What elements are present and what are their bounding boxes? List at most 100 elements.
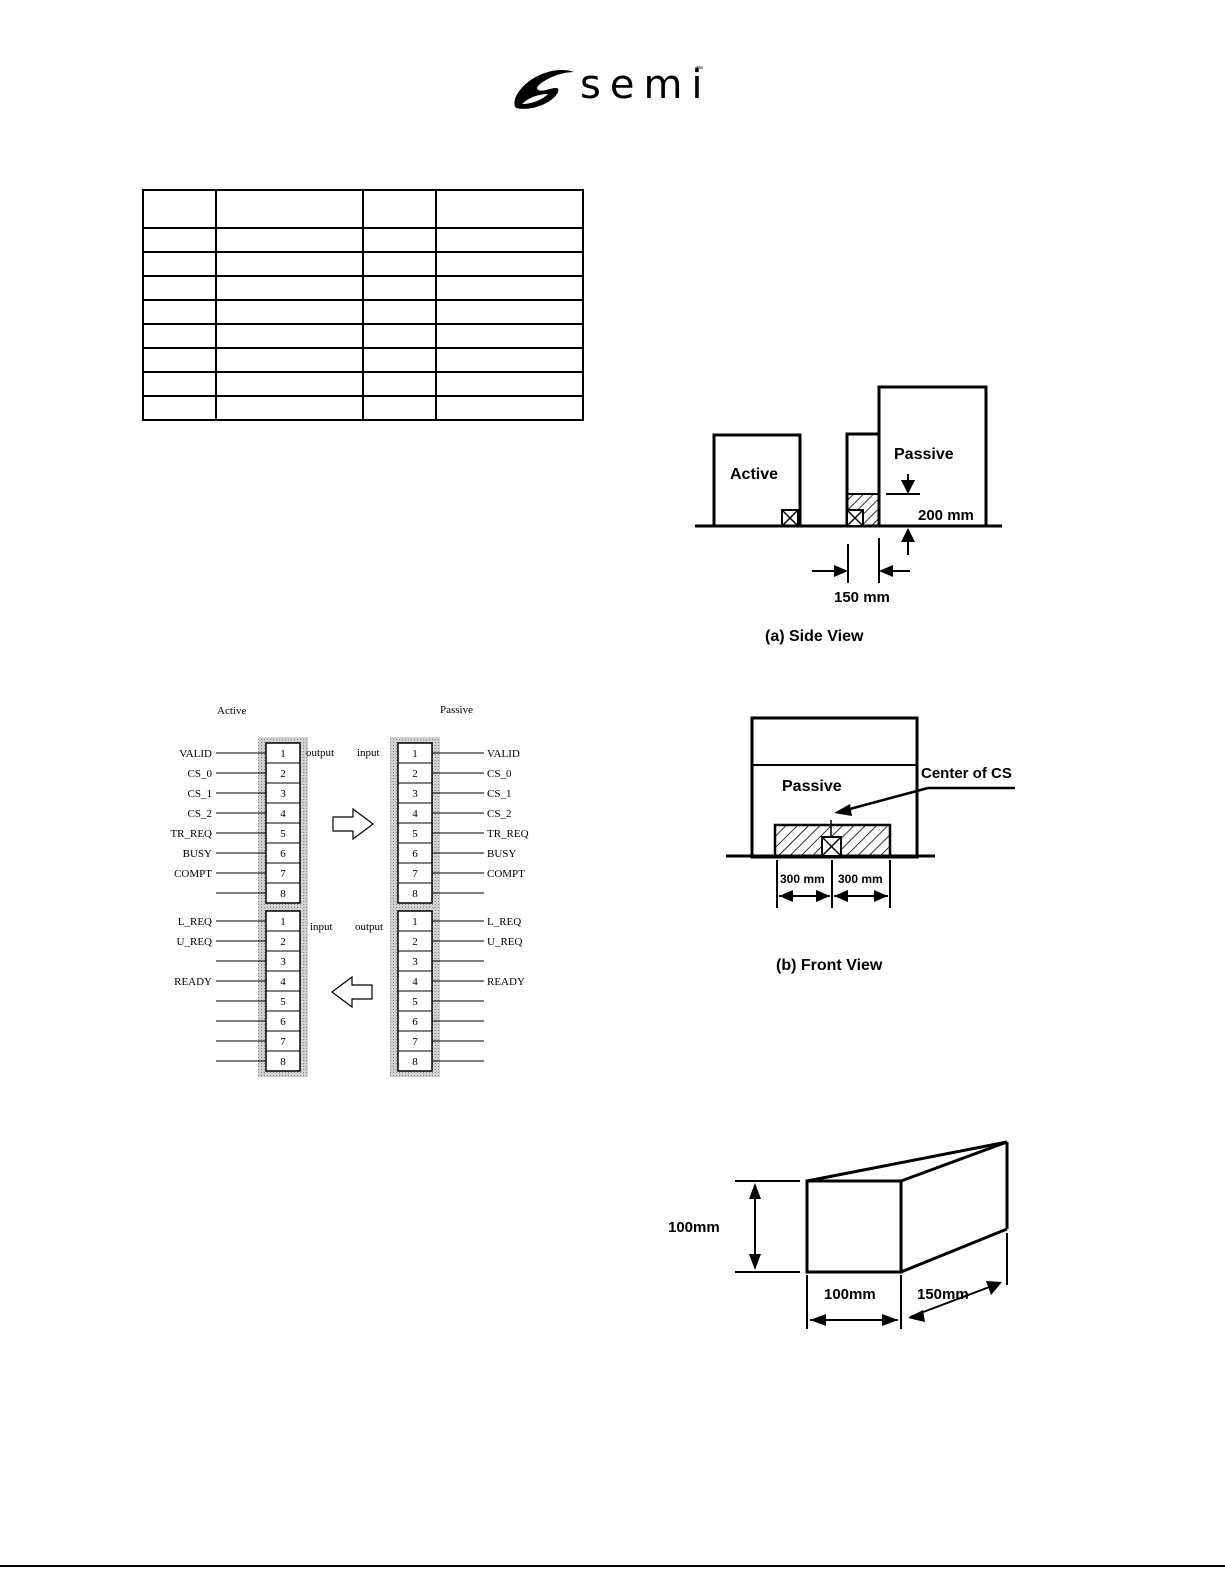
pin-number: 5 <box>280 996 286 1008</box>
passive-signal-label: READY <box>487 976 525 988</box>
pin-number: 5 <box>280 828 286 840</box>
active-signal-label: CS_2 <box>188 808 212 820</box>
pin-number: 8 <box>412 888 418 900</box>
passive-signal-label: U_REQ <box>487 936 523 948</box>
pin-number: 3 <box>412 788 418 800</box>
box-dimension-figure: 100mm 100mm 150mm <box>668 1140 1009 1329</box>
table-cell <box>435 189 584 229</box>
front-view-caption: (b) Front View <box>776 957 883 974</box>
passive-signal-label: L_REQ <box>487 916 521 928</box>
passive-signal-label: CS_0 <box>487 768 512 780</box>
pin-number: 1 <box>412 916 418 928</box>
passive-signal-label: CS_1 <box>487 788 511 800</box>
table-cell <box>215 395 364 421</box>
table-cell <box>215 275 364 301</box>
front-dim-left: 300 mm <box>780 872 825 886</box>
pin-number: 6 <box>412 1016 418 1028</box>
table-cell <box>142 251 217 277</box>
pin-number: 4 <box>412 808 418 820</box>
table-cell <box>435 347 584 373</box>
table-cell <box>435 395 584 421</box>
box-dim-depth: 150mm <box>917 1286 969 1303</box>
active-signal-label: CS_1 <box>188 788 212 800</box>
table-row <box>142 299 584 325</box>
pin-number: 4 <box>412 976 418 988</box>
side-view-caption: (a) Side View <box>765 628 864 645</box>
table-cell <box>435 227 584 253</box>
pin-number: 4 <box>280 808 286 820</box>
table-cell <box>215 227 364 253</box>
active-signal-label: TR_REQ <box>170 828 212 840</box>
semi-logo: semi ™ <box>508 60 708 120</box>
active-signal-label: U_REQ <box>177 936 213 948</box>
left-arrow-icon <box>331 975 373 1009</box>
table-row <box>142 323 584 349</box>
side-view-figure: Active Passive 200 mm 150 mm (a) Side Vi… <box>695 385 1002 645</box>
passive-signal-label: VALID <box>487 748 520 760</box>
active-signal-label: COMPT <box>174 868 212 880</box>
pin-number: 3 <box>280 788 286 800</box>
table-cell <box>142 189 217 229</box>
table-cell <box>435 251 584 277</box>
front-passive-label: Passive <box>782 778 842 795</box>
pin-number: 3 <box>280 956 286 968</box>
table-cell <box>362 371 437 397</box>
connector-passive-title: Passive <box>440 704 473 716</box>
top-left-io: output <box>306 747 334 759</box>
pin-number: 8 <box>280 1056 286 1068</box>
table-cell <box>362 251 437 277</box>
right-arrow-icon <box>332 807 374 841</box>
table-cell <box>362 323 437 349</box>
table-cell <box>435 323 584 349</box>
pin-number: 6 <box>412 848 418 860</box>
table-cell <box>215 323 364 349</box>
table-cell <box>362 395 437 421</box>
active-equipment <box>712 433 802 528</box>
table-cell <box>142 275 217 301</box>
pin-number: 1 <box>280 748 286 760</box>
trademark-symbol: ™ <box>696 66 703 73</box>
pin-number: 7 <box>412 868 418 880</box>
table-cell <box>215 189 364 229</box>
side-passive-label: Passive <box>894 446 954 463</box>
connector-active-title: Active <box>217 705 246 717</box>
passive-signal-label: TR_REQ <box>487 828 529 840</box>
active-signal-label: CS_0 <box>188 768 213 780</box>
table-cell <box>215 299 364 325</box>
front-view-figure: Passive Center of CS 300 mm 300 mm (b) F… <box>726 716 1015 974</box>
sensor-marker-icon <box>781 509 799 527</box>
pin-number: 7 <box>280 1036 286 1048</box>
connector-diagram: Active Passive output input input output… <box>150 704 550 1077</box>
table-row <box>142 371 584 397</box>
pin-number: 5 <box>412 996 418 1008</box>
pin-number: 2 <box>412 936 418 948</box>
table-row <box>142 251 584 277</box>
passive-equipment <box>877 385 988 528</box>
table-header-row <box>142 189 584 229</box>
table-cell <box>215 371 364 397</box>
active-signal-label: BUSY <box>183 848 212 860</box>
table-row <box>142 347 584 373</box>
semi-swoosh-icon <box>514 69 574 109</box>
bottom-right-io: output <box>355 921 383 933</box>
table-cell <box>362 347 437 373</box>
pin-number: 7 <box>280 868 286 880</box>
table-cell <box>142 323 217 349</box>
table-cell <box>362 299 437 325</box>
center-of-cs-label: Center of CS <box>921 765 1012 782</box>
side-active-label: Active <box>730 466 778 483</box>
pin-number: 6 <box>280 848 286 860</box>
table-cell <box>142 299 217 325</box>
side-dim-width: 150 mm <box>834 589 890 606</box>
pin-number: 4 <box>280 976 286 988</box>
table-row <box>142 395 584 421</box>
pin-number: 5 <box>412 828 418 840</box>
table-cell <box>362 275 437 301</box>
passive-signal-label: COMPT <box>487 868 525 880</box>
pin-number: 7 <box>412 1036 418 1048</box>
logo-wordmark: semi <box>580 62 712 108</box>
pin-number: 2 <box>280 768 286 780</box>
box-dim-width: 100mm <box>824 1286 876 1303</box>
table-cell <box>142 371 217 397</box>
table-cell <box>362 227 437 253</box>
